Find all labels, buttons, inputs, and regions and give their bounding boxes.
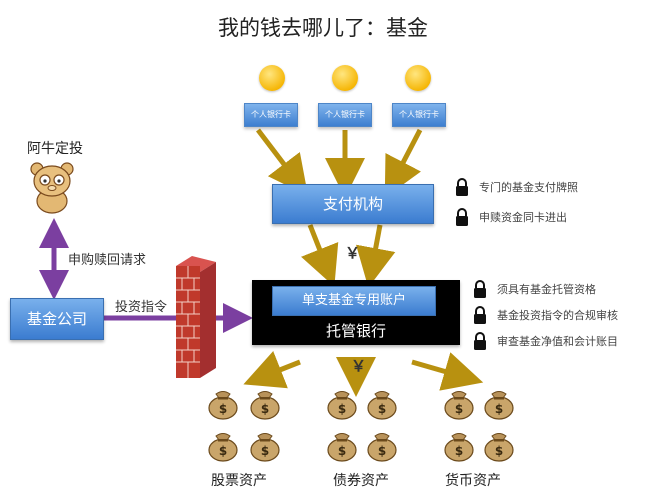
bank-card-3: 个人银行卡: [392, 103, 446, 127]
dollar-sign-text: $: [455, 444, 463, 458]
bank-card-1: 个人银行卡: [244, 103, 298, 127]
investor-label: 阿牛定投: [27, 141, 83, 157]
dollar-sign-text: $: [378, 444, 386, 458]
asset-label-money: 货币资产: [445, 473, 501, 489]
custodian-bank-label: 托管银行: [325, 322, 386, 340]
dollar-sign-text: $: [338, 444, 346, 458]
custodian-note-row: 审查基金净值和会计账目: [473, 329, 618, 353]
lock-icon: [474, 332, 486, 350]
money-bag-icon: $: [250, 391, 280, 420]
custodian-note-row: 须具有基金托管资格: [473, 277, 618, 301]
payment-note-row: 申赎资金同卡进出: [455, 205, 578, 229]
money-bag-icon: $: [208, 433, 238, 462]
lock-icon: [474, 280, 486, 298]
custodian-note-text: 审查基金净值和会计账目: [497, 335, 618, 348]
asset-label-bond: 债券资产: [333, 473, 389, 489]
dollar-sign-text: $: [495, 402, 503, 416]
money-bag-icon: $: [327, 433, 357, 462]
payment-note-text: 申赎资金同卡进出: [479, 211, 567, 224]
lock-icon: [474, 306, 486, 324]
bear-mascot-icon: [30, 162, 74, 214]
money-bag-icon: $: [367, 391, 397, 420]
arrow-payment-to-custodian-right: [355, 224, 396, 288]
yen-symbol-lower: ￥: [351, 357, 367, 375]
heart-eyes-emoji-icon: [259, 65, 285, 91]
money-bag-icon: $: [367, 433, 397, 462]
money-bag-icon: $: [208, 391, 238, 420]
dollar-sign-text: $: [261, 444, 269, 458]
lock-icon: [456, 208, 468, 226]
money-bag-icon: $: [484, 391, 514, 420]
dollar-sign-text: $: [495, 444, 503, 458]
asset-label-stock: 股票资产: [211, 473, 267, 489]
custodian-note-text: 基金投资指令的合规审核: [497, 309, 618, 322]
arrow-to-money-assets: [411, 352, 484, 391]
dollar-sign-text: $: [378, 402, 386, 416]
dollar-sign-text: $: [338, 402, 346, 416]
money-bag-icon: $: [250, 433, 280, 462]
invest-instruction-label: 投资指令: [115, 300, 168, 315]
arrow-card1-to-payment: [256, 128, 309, 196]
arrow-to-stock-assets: [243, 351, 301, 389]
dollar-sign-text: $: [219, 402, 227, 416]
dollar-sign-text: $: [261, 402, 269, 416]
heart-eyes-emoji-icon: [405, 65, 431, 91]
bank-card-2: 个人银行卡: [318, 103, 372, 127]
firewall-icon: [176, 256, 216, 378]
custodian-note-text: 须具有基金托管资格: [497, 283, 596, 296]
payment-note-text: 专门的基金支付牌照: [479, 181, 578, 194]
custodian-note-row: 基金投资指令的合规审核: [473, 303, 618, 327]
subscription-redemption-label: 申购赎回请求: [68, 253, 147, 268]
yen-symbol-upper: ￥: [345, 244, 361, 262]
money-bag-icon: $: [484, 433, 514, 462]
money-bag-icon: $: [444, 391, 474, 420]
money-bag-icon: $: [444, 433, 474, 462]
payment-note-row: 专门的基金支付牌照: [455, 175, 578, 199]
arrow-payment-to-custodian-left: [301, 224, 339, 287]
arrow-card3-to-payment: [384, 128, 423, 198]
fund-account-box: 单支基金专用账户: [272, 286, 436, 316]
payment-notes: 专门的基金支付牌照 申赎资金同卡进出: [455, 175, 578, 229]
money-bag-icon: $: [327, 391, 357, 420]
custodian-notes: 须具有基金托管资格 基金投资指令的合规审核 审查基金净值和会计账目: [473, 277, 618, 353]
diagram-title: 我的钱去哪儿了：基金: [218, 16, 428, 40]
fund-company-box: 基金公司: [10, 298, 104, 340]
custodian-bank-box: 单支基金专用账户 托管银行: [252, 280, 460, 345]
lock-icon: [456, 178, 468, 196]
payment-institution-box: 支付机构: [272, 184, 434, 224]
heart-eyes-emoji-icon: [332, 65, 358, 91]
dollar-sign-text: $: [219, 444, 227, 458]
dollar-sign-text: $: [455, 402, 463, 416]
